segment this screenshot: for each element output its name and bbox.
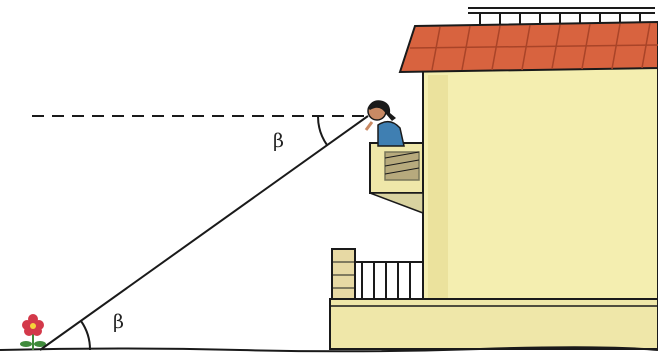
angle-arc-top (318, 116, 327, 145)
angle-label-bottom: β (113, 311, 124, 333)
line-of-sight (40, 116, 368, 350)
upper-balcony (370, 143, 423, 213)
girl-observer (366, 100, 404, 146)
angle-label-top: β (273, 130, 284, 152)
flower (20, 314, 46, 350)
angle-arc-bottom (81, 321, 90, 350)
lower-railing (332, 249, 423, 299)
girl-dress (378, 122, 404, 146)
